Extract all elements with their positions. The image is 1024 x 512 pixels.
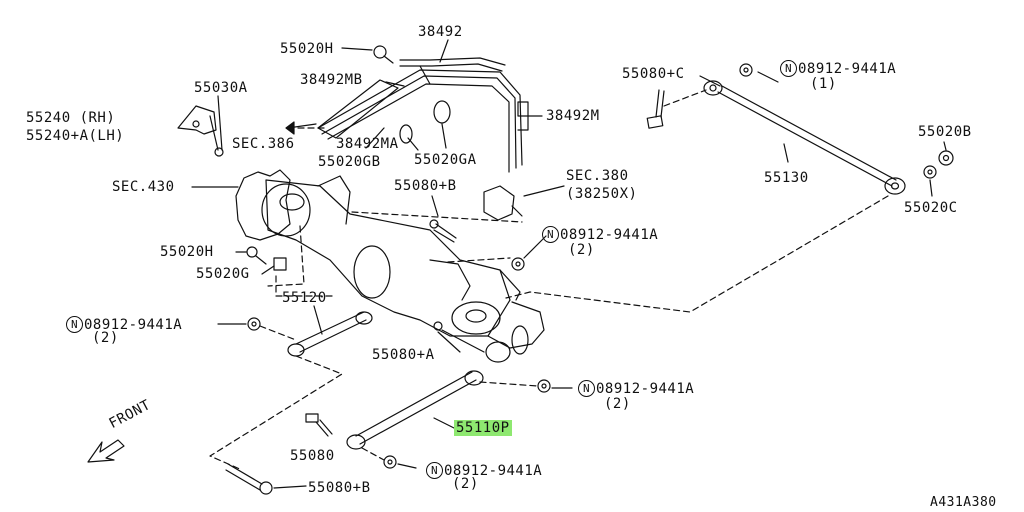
n-symbol: N [780, 60, 797, 77]
diagram-code: A431A380 [930, 495, 997, 510]
guide-lines [209, 89, 889, 471]
part-number: 08912-9441A [444, 463, 543, 479]
label-55240-rh: 55240 (RH) [26, 110, 116, 126]
n-symbol: N [426, 462, 443, 479]
bolt-55020h-left [246, 246, 267, 265]
bolt-55080 [305, 413, 333, 437]
label-55120: 55120 [282, 290, 327, 306]
bolt-55080b-bottom [225, 463, 273, 495]
label-n-right-qty: (2) [604, 396, 631, 412]
label-55020g: 55020G [196, 266, 250, 282]
label-sec380-sub: (38250X) [566, 186, 638, 202]
brake-pipes [317, 57, 523, 173]
label-n-top-qty: (1) [810, 76, 837, 92]
label-55240-lh: 55240+A(LH) [26, 128, 125, 144]
nut-top [739, 63, 753, 77]
label-55080b-mid: 55080+B [394, 178, 457, 194]
lateral-link-55130 [703, 80, 906, 195]
label-55080b-bottom: 55080+B [308, 480, 371, 496]
label-55020gb: 55020GB [318, 154, 381, 170]
label-38492ma: 38492MA [336, 136, 399, 152]
label-sec430: SEC.430 [112, 179, 175, 195]
part-number: 08912-9441A [84, 317, 183, 333]
nut-55020b [938, 150, 954, 166]
label-38492mb: 38492MB [300, 72, 363, 88]
label-55020b: 55020B [918, 124, 972, 140]
label-38492: 38492 [418, 24, 463, 40]
rear-subframe [265, 175, 545, 363]
bolt-55080c [646, 89, 665, 129]
leader-lines [191, 39, 947, 489]
label-55030a: 55030A [194, 80, 248, 96]
nut-right [537, 379, 551, 393]
label-55080: 55080 [290, 448, 335, 464]
clip-55020gb [399, 124, 413, 144]
label-55020c: 55020C [904, 200, 958, 216]
part-number: 08912-9441A [798, 61, 897, 77]
n-symbol: N [66, 316, 83, 333]
label-38492m: 38492M [546, 108, 600, 124]
label-n-left-qty: (2) [92, 330, 119, 346]
label-55080c: 55080+C [622, 66, 685, 82]
label-n-mid-qty: (2) [568, 242, 595, 258]
label-sec386: SEC.386 [232, 136, 295, 152]
actuator-sec380 [483, 185, 523, 221]
label-sec380: SEC.380 [566, 168, 629, 184]
upper-link-55120 [287, 311, 373, 357]
part-number: 08912-9441A [596, 381, 695, 397]
nut-left [247, 317, 261, 331]
bracket-55240 [177, 105, 224, 157]
highlighted-part-number[interactable]: 55110P [454, 420, 512, 436]
label-55110p: 55110P [454, 420, 512, 436]
clip-55020ga [433, 100, 451, 124]
front-arrow [87, 439, 125, 463]
label-55130: 55130 [764, 170, 809, 186]
hose-38492ma [317, 79, 399, 139]
lower-link-55110 [346, 370, 484, 450]
n-symbol: N [578, 380, 595, 397]
nut-bottom [383, 455, 397, 469]
nut-mid [511, 257, 525, 271]
clip-55020h [373, 45, 394, 64]
label-55020ga: 55020GA [414, 152, 477, 168]
label-55080a: 55080+A [372, 347, 435, 363]
clip-55020g [273, 257, 287, 271]
nut-55020c [923, 165, 937, 179]
arrow-sec386 [285, 121, 317, 135]
part-number: 08912-9441A [560, 227, 659, 243]
bolt-55080a [433, 321, 485, 353]
label-n-bottom-qty: (2) [452, 476, 479, 492]
label-55020h-top: 55020H [280, 41, 334, 57]
n-symbol: N [542, 226, 559, 243]
label-55020h-left: 55020H [160, 244, 214, 260]
bolt-55080b-mid [429, 219, 457, 243]
